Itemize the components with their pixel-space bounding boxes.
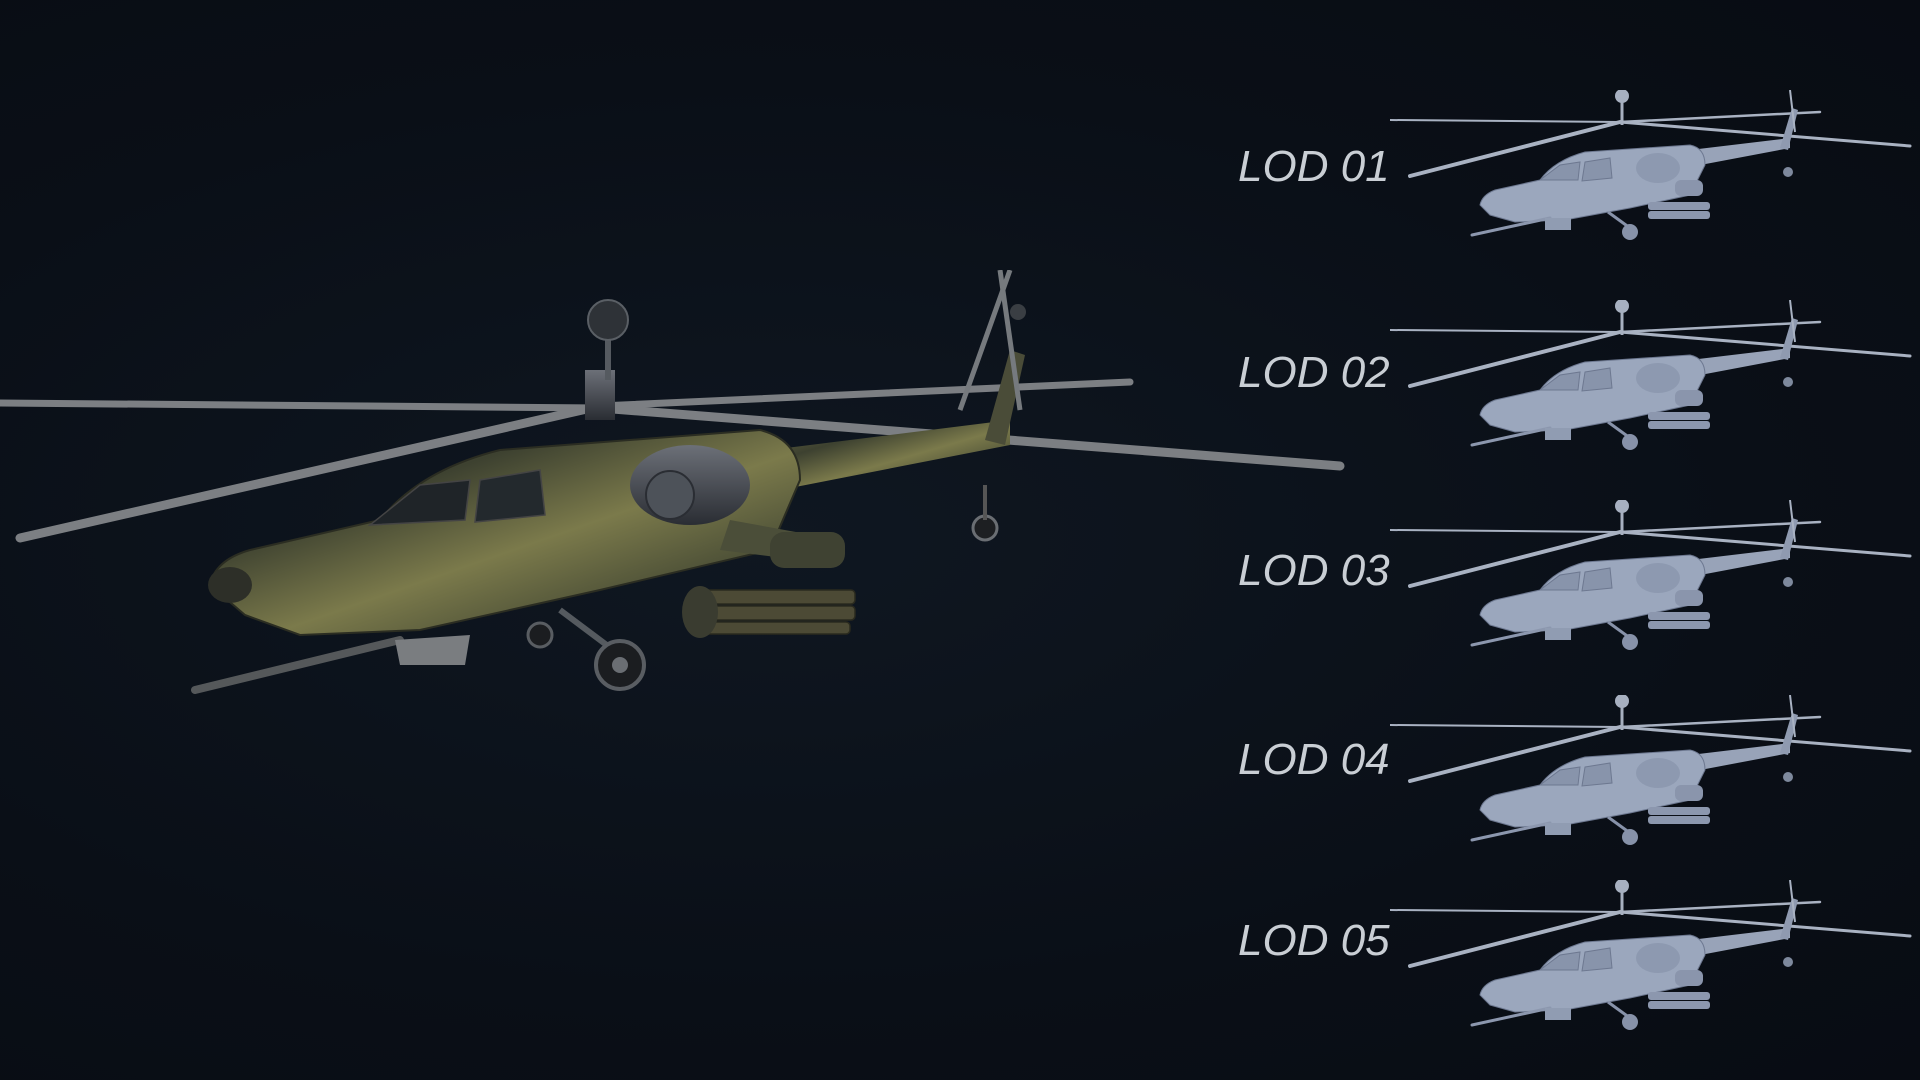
lod-row-03: LOD 03	[1220, 500, 1920, 660]
lod-row-02: LOD 02	[1220, 300, 1920, 460]
lod-label: LOD 02	[1238, 348, 1390, 397]
helicopter-textured-icon	[0, 270, 1345, 694]
lod-label: LOD 05	[1238, 916, 1390, 965]
lod-row-05: LOD 05	[1220, 880, 1920, 1040]
helicopter-wireframe-icon	[1390, 880, 1912, 1032]
lod-label: LOD 03	[1238, 546, 1390, 595]
lod-label: LOD 01	[1238, 142, 1390, 191]
helicopter-wireframe-icon	[1390, 90, 1912, 242]
helicopter-wireframe-icon	[1390, 500, 1912, 652]
helicopter-wireframe-icon	[1390, 300, 1912, 452]
helicopter-wireframe-icon	[1390, 695, 1912, 847]
lod-row-04: LOD 04	[1220, 695, 1920, 855]
lod-label: LOD 04	[1238, 735, 1390, 784]
lod-row-01: LOD 01	[1220, 90, 1920, 250]
